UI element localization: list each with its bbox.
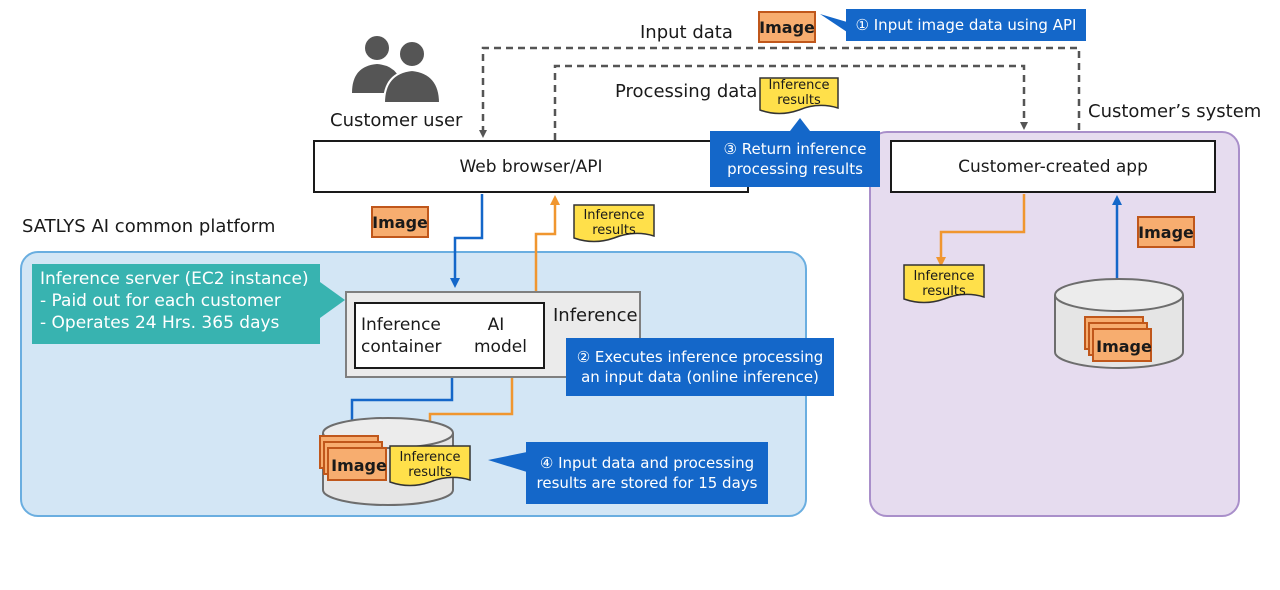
inference-label: Inference [553,305,638,326]
stacked-images-customer [1084,316,1152,362]
inference-server-note: Inference server (EC2 instance) - Paid o… [32,264,320,344]
stacked-images-platform [319,435,387,481]
server-note-line3: - Operates 24 Hrs. 365 days [40,313,280,333]
results-line1: Inference [768,78,830,93]
server-note-pointer [320,282,345,318]
ai-model-label: AI model [474,314,527,358]
image-stack-label-customer: Image [1096,336,1152,356]
results-text-storage: Inference results [390,450,470,480]
step2-line2: an input data (online inference) [581,368,819,386]
step4-callout: ④ Input data and processing results are … [526,442,768,504]
ai-model-line1: AI [487,315,505,335]
ai-model-line2: model [474,337,527,357]
server-note-line1: Inference server (EC2 instance) [40,269,309,289]
step1-text: ① Input image data using API [855,16,1077,34]
customer-user-label: Customer user [330,110,463,131]
step1-callout: ① Input image data using API [846,9,1086,41]
step4-line2: results are stored for 15 days [536,474,758,492]
step4-pointer [488,452,527,472]
step2-line1: ② Executes inference processing [576,348,824,366]
results-doc-platform-top [573,204,655,243]
web-browser-api-label: Web browser/API [459,156,603,177]
app-results-arrow [936,194,1026,267]
image-stack-label-platform: Image [331,455,387,475]
step1-pointer [820,14,847,32]
customer-system-title: Customer’s system [1088,101,1262,122]
results-text-customer: Inference results [904,269,984,299]
results-text-processing: Inference results [760,78,838,108]
inference-container-line2: container [361,337,442,357]
step4-line1: ④ Input data and processing [539,454,755,472]
processing-data-dashed-arrow [553,64,1028,140]
customer-created-app-label: Customer-created app [958,156,1148,177]
input-data-label: Input data [640,22,733,43]
results-line1: Inference [399,450,461,465]
inference-container-line1: Inference [361,315,441,335]
processing-data-label: Processing data [615,81,758,102]
customer-created-app-box: Customer-created app [890,140,1216,193]
step3-pointer [790,118,810,131]
step3-line1: ③ Return inference [723,140,867,158]
image-to-server-arrow [450,194,484,288]
image-tag-customer: Image [1137,216,1195,248]
input-data-dashed-arrow [479,46,1081,138]
results-line2: results [592,223,636,238]
inference-container-label: Inference container [361,314,442,358]
results-line1: Inference [583,208,645,223]
image-tag-platform: Image [371,206,429,238]
results-line2: results [777,93,821,108]
image-to-storage-arrow [347,378,454,435]
results-text-platform-top: Inference results [574,208,654,238]
results-to-browser-arrow [534,195,560,291]
results-line1: Inference [913,269,975,284]
image-tag-input: Image [758,11,816,43]
server-note-line2: - Paid out for each customer [40,291,281,311]
step3-callout: ③ Return inference processing results [710,131,880,187]
users-icon [352,36,442,104]
results-line2: results [922,284,966,299]
platform-title: SATLYS AI common platform [22,216,276,237]
step3-line2: processing results [727,160,863,178]
results-line2: results [408,465,452,480]
step2-callout: ② Executes inference processing an input… [566,338,834,396]
web-browser-api-box: Web browser/API [313,140,749,193]
results-doc-storage [389,445,471,487]
results-doc-customer [903,264,985,304]
inference-container-box [354,302,545,369]
results-doc-processing [759,77,839,115]
